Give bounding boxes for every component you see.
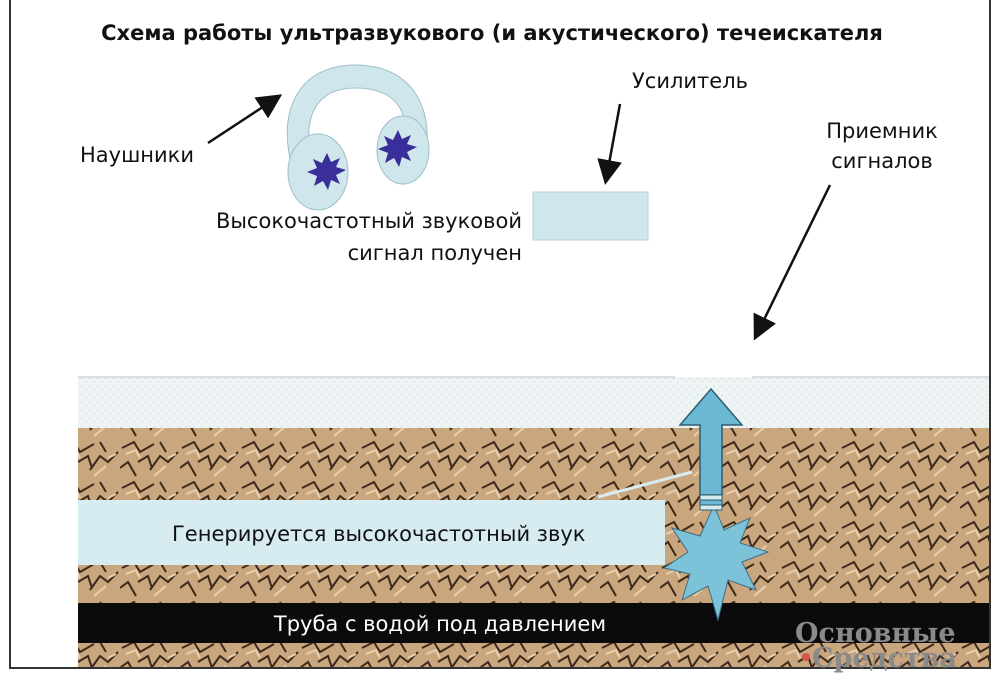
leak-burst-icon (662, 503, 770, 622)
frame-border (9, 0, 991, 669)
sound-burst-icon (378, 130, 417, 167)
pipe-label: Труба с водой под давлением (273, 612, 606, 636)
logo: Основные Средства (795, 618, 957, 674)
receiver-label-2: сигналов (831, 149, 932, 173)
pointer-arrow (597, 103, 622, 185)
generated-sound-label: Генерируется высокочастотный звук (172, 522, 585, 546)
pointer-arrow (207, 94, 283, 145)
headphones-icon (286, 64, 430, 211)
svg-text:Основные: Основные (795, 618, 956, 649)
svg-text:Средства: Средства (812, 643, 957, 674)
pointer-arrow (597, 470, 693, 499)
amplifier-label: Усилитель (632, 69, 748, 93)
receiver-label-1: Приемник (826, 119, 938, 143)
sound-up-arrow-icon (678, 387, 744, 511)
sound-burst-icon (307, 153, 346, 190)
headphones-label: Наушники (80, 143, 194, 167)
generated-sound-band (78, 500, 665, 565)
surface-layer (78, 377, 989, 428)
signal-received-label-2: сигнал получен (348, 241, 522, 265)
diagram-title: Схема работы ультразвукового (и акустиче… (101, 21, 883, 45)
pipe (78, 603, 989, 643)
pointer-arrow (753, 184, 832, 341)
signal-received-label-1: Высокочастотный звуковой (216, 209, 522, 233)
amplifier-box (532, 191, 649, 241)
